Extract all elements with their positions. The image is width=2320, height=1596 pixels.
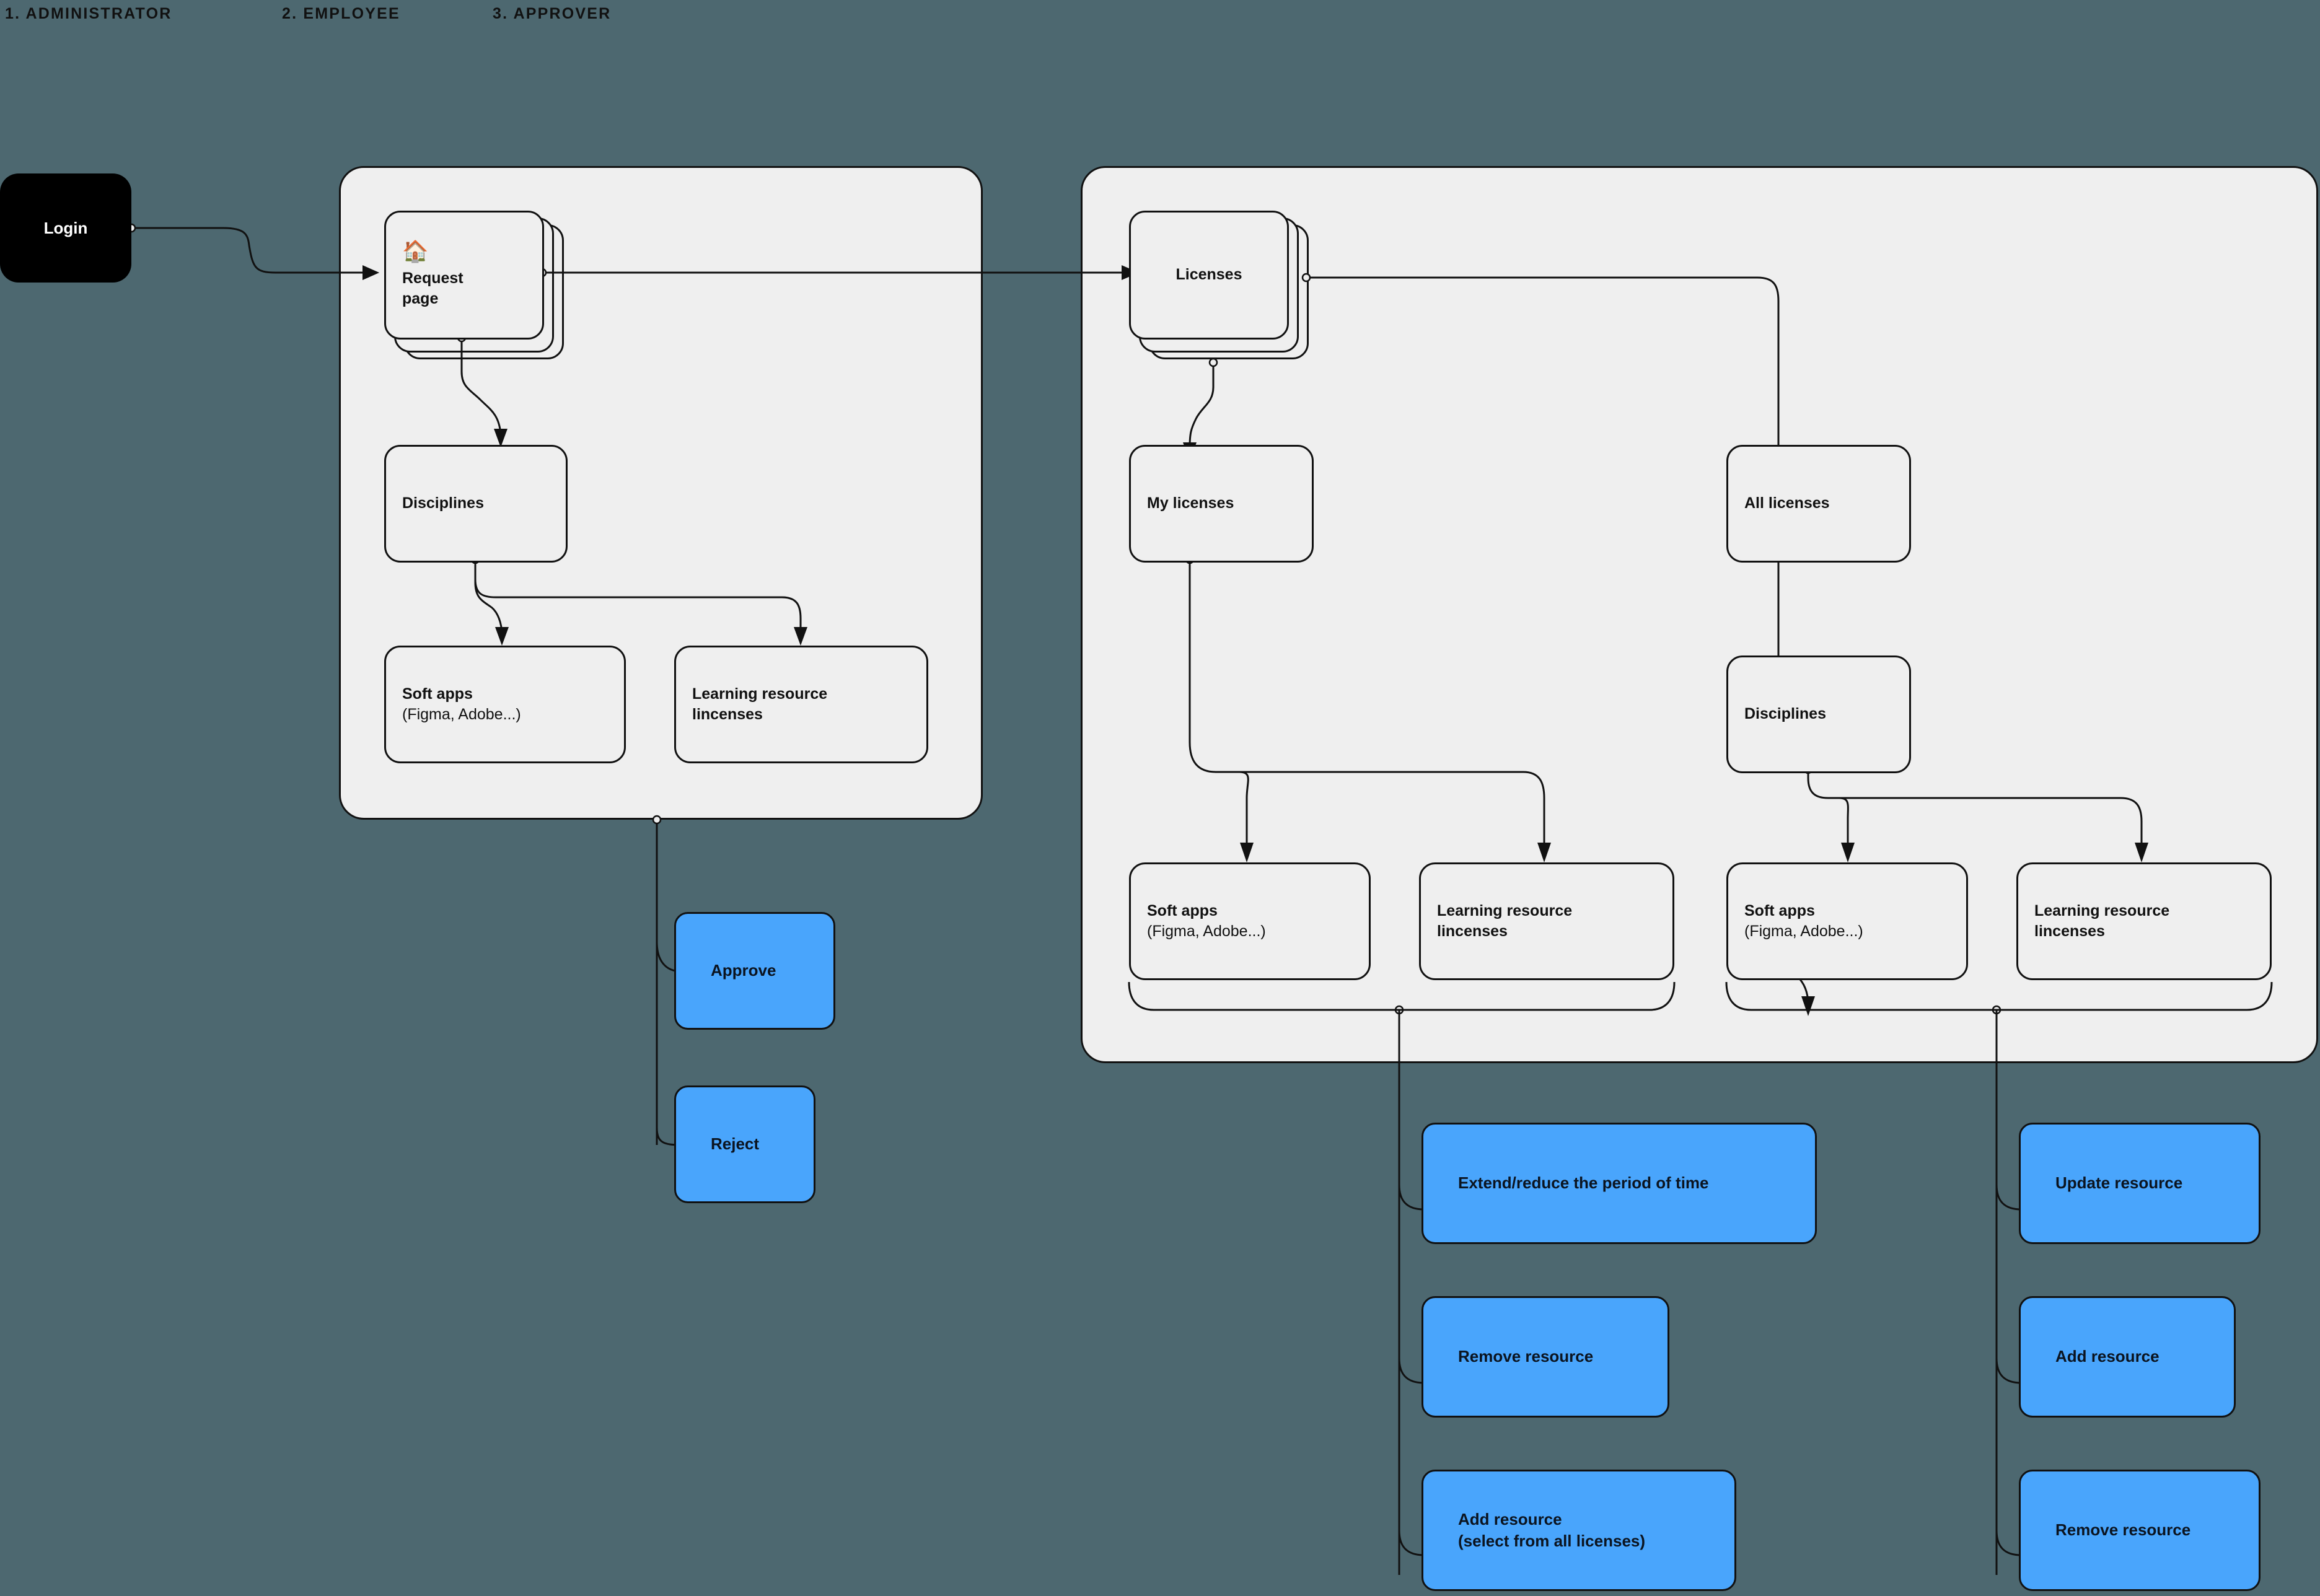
legend-item-administrator: 1. ADMINISTRATOR xyxy=(5,5,172,22)
role-legend: 1. ADMINISTRATOR 2. EMPLOYEE 3. APPROVER xyxy=(0,0,2320,37)
admin-learning-label2: lincenses xyxy=(692,706,763,723)
my-learning-node[interactable]: Learning resource lincenses xyxy=(1419,862,1674,980)
all-soft-apps-node[interactable]: Soft apps (Figma, Adobe...) xyxy=(1726,862,1968,980)
approve-label: Approve xyxy=(711,961,776,980)
admin-soft-apps-label: Soft apps xyxy=(402,685,473,703)
all-remove-resource-label: Remove resource xyxy=(2055,1520,2191,1540)
admin-learning-label: Learning resource xyxy=(692,685,828,703)
my-licenses-label: My licenses xyxy=(1147,494,1234,512)
login-label: Login xyxy=(43,218,88,237)
all-licenses-node[interactable]: All licenses xyxy=(1726,445,1911,563)
reject-button[interactable]: Reject xyxy=(674,1085,815,1203)
house-icon: 🏠 xyxy=(402,239,429,263)
my-remove-resource-button[interactable]: Remove resource xyxy=(1421,1296,1669,1418)
legend-item-employee: 2. EMPLOYEE xyxy=(282,5,400,22)
add-resource-select-button[interactable]: Add resource (select from all licenses) xyxy=(1421,1470,1736,1591)
licenses-node[interactable]: Licenses xyxy=(1129,211,1289,340)
all-add-resource-button[interactable]: Add resource xyxy=(2019,1296,2236,1418)
my-soft-apps-sub: (Figma, Adobe...) xyxy=(1147,923,1266,940)
my-soft-apps-node[interactable]: Soft apps (Figma, Adobe...) xyxy=(1129,862,1371,980)
my-learning-label: Learning resource xyxy=(1437,901,1573,919)
reject-label: Reject xyxy=(711,1134,760,1154)
all-soft-apps-sub: (Figma, Adobe...) xyxy=(1744,923,1863,940)
employee-disciplines-label: Disciplines xyxy=(1744,705,1826,723)
my-soft-apps-label: Soft apps xyxy=(1147,901,1218,919)
approve-button[interactable]: Approve xyxy=(674,912,835,1030)
admin-disciplines-node[interactable]: Disciplines xyxy=(384,445,568,563)
employee-disciplines-node[interactable]: Disciplines xyxy=(1726,656,1911,773)
all-learning-label: Learning resource xyxy=(2034,901,2170,919)
admin-soft-apps-sub: (Figma, Adobe...) xyxy=(402,706,521,723)
my-learning-label2: lincenses xyxy=(1437,923,1508,940)
all-licenses-label: All licenses xyxy=(1744,494,1830,512)
request-page-label: Request page xyxy=(402,269,464,308)
my-remove-resource-label: Remove resource xyxy=(1458,1347,1594,1366)
update-resource-button[interactable]: Update resource xyxy=(2019,1123,2261,1244)
my-licenses-node[interactable]: My licenses xyxy=(1129,445,1314,563)
extend-reduce-period-button[interactable]: Extend/reduce the period of time xyxy=(1421,1123,1817,1244)
extend-reduce-period-label: Extend/reduce the period of time xyxy=(1458,1173,1709,1193)
all-learning-label2: lincenses xyxy=(2034,923,2105,940)
all-add-resource-label: Add resource xyxy=(2055,1347,2160,1366)
admin-disciplines-label: Disciplines xyxy=(402,494,484,512)
update-resource-label: Update resource xyxy=(2055,1173,2183,1193)
admin-soft-apps-node[interactable]: Soft apps (Figma, Adobe...) xyxy=(384,646,626,763)
all-soft-apps-label: Soft apps xyxy=(1744,901,1815,919)
licenses-label: Licenses xyxy=(1175,266,1242,284)
admin-learning-node[interactable]: Learning resource lincenses xyxy=(674,646,928,763)
login-node[interactable]: Login xyxy=(0,173,131,283)
legend-item-approver: 3. APPROVER xyxy=(493,5,612,22)
request-page-node[interactable]: 🏠 Request page xyxy=(384,211,544,340)
all-remove-resource-button[interactable]: Remove resource xyxy=(2019,1470,2261,1591)
all-learning-node[interactable]: Learning resource lincenses xyxy=(2016,862,2272,980)
add-resource-select-label: Add resource (select from all licenses) xyxy=(1458,1509,1646,1550)
